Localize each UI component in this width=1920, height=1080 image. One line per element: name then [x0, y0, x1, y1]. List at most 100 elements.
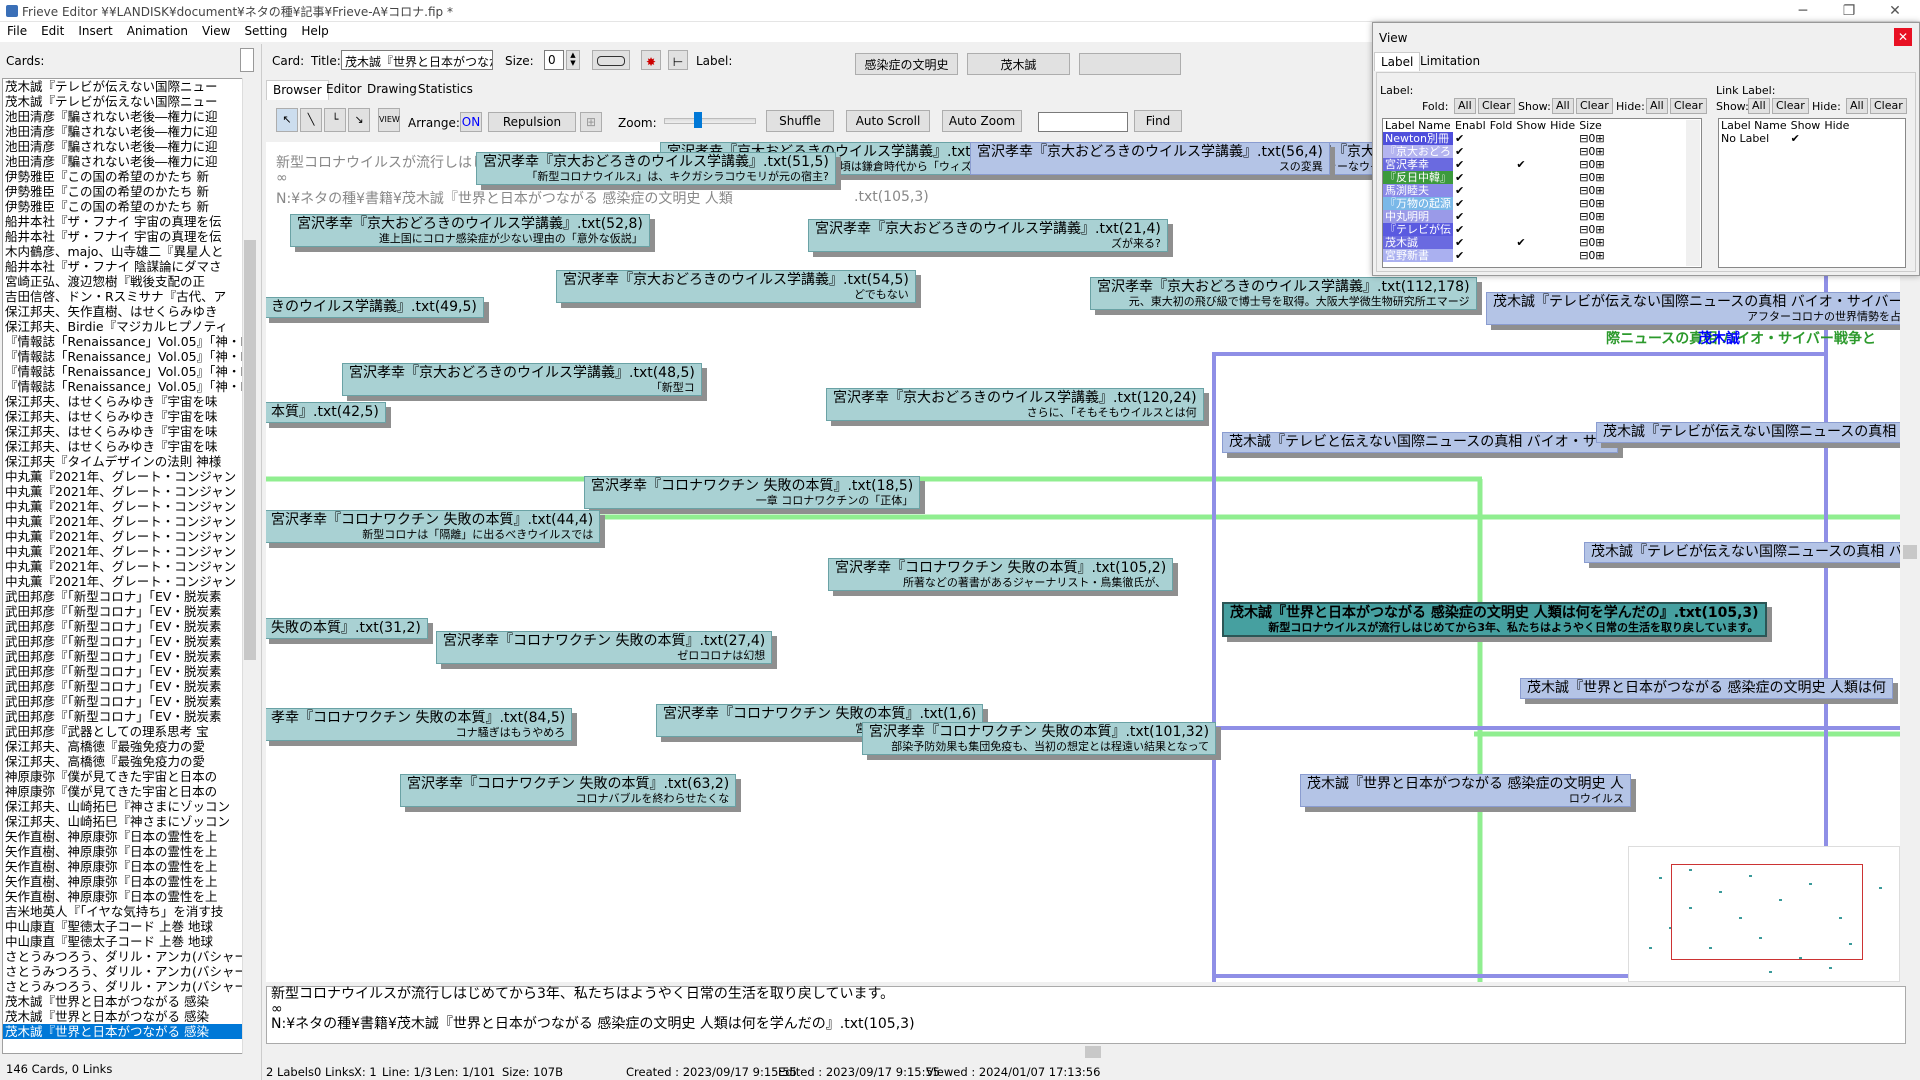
- arrange-extra-button[interactable]: ⊞: [580, 112, 602, 132]
- label-row[interactable]: 『京大おどろ✔⊟0⊞: [1383, 145, 1607, 158]
- label-button-2[interactable]: 茂木誠: [967, 53, 1070, 75]
- card-list-item[interactable]: 保江邦夫、矢作直樹、はせくらみゆき: [5, 304, 218, 319]
- canvas-card[interactable]: 失敗の本質』.txt(31,2): [266, 618, 428, 639]
- label-check-cell[interactable]: [1488, 158, 1515, 171]
- canvas-card[interactable]: 孝幸『コロナワクチン 失敗の本質』.txt(84,5)コナ騒ぎはもうやめろ: [266, 708, 573, 741]
- canvas-card-labeled[interactable]: 茂木誠『世界と日本がつながる 感染症の文明史 人類は何: [1520, 678, 1893, 699]
- label-check-cell[interactable]: [1488, 210, 1515, 223]
- canvas-card[interactable]: 宮沢孝幸『京大おどろきのウイルス学講義』.txt(51,5)「新型コロナウイルス…: [476, 152, 836, 185]
- label-check-cell[interactable]: [1514, 145, 1548, 158]
- card-list-item[interactable]: 池田清彦『騙されない老後―権力に迎: [5, 124, 218, 139]
- label-row[interactable]: 宮沢孝幸✔✔⊟0⊞: [1383, 158, 1607, 171]
- label-size-cell[interactable]: ⊟0⊞: [1579, 144, 1605, 158]
- label-check-cell[interactable]: [1488, 249, 1515, 262]
- menu-insert[interactable]: Insert: [78, 24, 113, 38]
- card-list-item[interactable]: 武田邦彦『「新型コロナ」「EV・脱炭素: [5, 664, 222, 679]
- hide-clear-button[interactable]: Clear: [1670, 98, 1707, 114]
- card-list-item[interactable]: 中丸薫『2021年、グレート・コンジャン: [5, 559, 237, 574]
- card-list-item[interactable]: 『情報誌「Renaissance」Vol.05』「神・E: [5, 349, 243, 364]
- card-list-item[interactable]: 矢作直樹、神原康弥『日本の霊性を上: [5, 874, 218, 889]
- card-list-item[interactable]: 吉田信啓、ドン・Rスミサナ『古代、ア: [5, 289, 227, 304]
- tab-statistics[interactable]: Statistics: [418, 82, 473, 96]
- tab-editor[interactable]: Editor: [326, 82, 362, 96]
- label-check-cell[interactable]: [1488, 236, 1515, 249]
- canvas-card[interactable]: 宮沢孝幸『コロナワクチン 失敗の本質』.txt(105,2)所著などの著書がある…: [828, 558, 1174, 591]
- canvas-card-labeled[interactable]: 茂木誠『テレビが伝えない国際ニュースの真相 バイオ・サイバー戦アフターコロナの世…: [1486, 292, 1900, 325]
- card-list[interactable]: 茂木誠『テレビが伝えない国際ニュー茂木誠『テレビが伝えない国際ニュー池田清彦『騙…: [2, 78, 258, 1054]
- link-label-row[interactable]: No Label✔: [1719, 132, 1851, 145]
- card-list-item[interactable]: 武田邦彦『「新型コロナ」「EV・脱炭素: [5, 709, 222, 724]
- card-list-item[interactable]: 武田邦彦『「新型コロナ」「EV・脱炭素: [5, 679, 222, 694]
- card-text-editor[interactable]: 新型コロナウイルスが流行しはじめてから3年、私たちはようやく日常の生活を取り戻し…: [266, 986, 1906, 1044]
- label-check-cell[interactable]: [1548, 249, 1577, 262]
- menu-setting[interactable]: Setting: [244, 24, 288, 38]
- label-check-cell[interactable]: ✔: [1455, 157, 1465, 171]
- label-check-cell[interactable]: [1514, 132, 1548, 145]
- fold-all-button[interactable]: All: [1454, 98, 1476, 114]
- card-list-item[interactable]: 保江邦夫、はせくらみゆき『宇宙を味: [5, 439, 218, 454]
- label-table-scrollbar[interactable]: [1686, 120, 1700, 266]
- label-check-cell[interactable]: [1548, 236, 1577, 249]
- auto-scroll-button[interactable]: Auto Scroll: [846, 110, 930, 132]
- canvas-card[interactable]: きのウイルス学講義』.txt(49,5): [266, 297, 484, 318]
- shuffle-button[interactable]: Shuffle: [766, 110, 834, 132]
- link-show-all-button[interactable]: All: [1748, 98, 1770, 114]
- link-elbow-tool-icon[interactable]: └: [324, 108, 346, 132]
- label-check-cell[interactable]: [1548, 158, 1577, 171]
- card-list-item[interactable]: 矢作直樹、神原康弥『日本の霊性を上: [5, 859, 218, 874]
- card-list-item[interactable]: 武田邦彦『「新型コロナ」「EV・脱炭素: [5, 619, 222, 634]
- card-list-item[interactable]: 伊勢雅臣『この国の希望のかたち 新: [5, 184, 209, 199]
- card-list-item[interactable]: 保江邦夫、高橋徳『最強免疫力の愛: [5, 754, 206, 769]
- label-check-cell[interactable]: [1548, 171, 1577, 184]
- canvas-vertical-scrollbar[interactable]: [1900, 142, 1920, 982]
- canvas-card[interactable]: 宮沢孝幸『コロナワクチン 失敗の本質』.txt(44,4)新型コロナは「隔離」に…: [266, 510, 601, 543]
- focused-card[interactable]: 茂木誠『世界と日本がつながる 感染症の文明史 人類は何を学んだの』.txt(10…: [1222, 602, 1767, 637]
- shape-button[interactable]: [592, 50, 630, 70]
- canvas-card[interactable]: 宮沢孝幸『京大おどろきのウイルス学講義』.txt(21,4)ズが来る?: [808, 219, 1168, 252]
- card-list-item[interactable]: 中丸薫『2021年、グレート・コンジャン: [5, 574, 237, 589]
- card-list-item[interactable]: 矢作直樹、神原康弥『日本の霊性を上: [5, 889, 218, 904]
- menu-file[interactable]: File: [7, 24, 28, 38]
- label-check-cell[interactable]: [1548, 197, 1577, 210]
- label-check-cell[interactable]: ✔: [1455, 248, 1465, 262]
- menu-animation[interactable]: Animation: [126, 24, 188, 38]
- label-row[interactable]: 中丸明明✔⊟0⊞: [1383, 210, 1607, 223]
- minimap-viewport[interactable]: [1671, 864, 1863, 960]
- label-check-cell[interactable]: ✔: [1516, 157, 1526, 171]
- card-list-item[interactable]: 船井本社『ザ・フナイ 宇宙の真理を伝: [5, 214, 222, 229]
- card-list-item[interactable]: 茂木誠『世界と日本がつながる 感染: [3, 1024, 243, 1039]
- label-row[interactable]: 茂木誠✔✔⊟0⊞: [1383, 236, 1607, 249]
- link-arrow-tool-icon[interactable]: ↘: [348, 108, 370, 132]
- card-list-item[interactable]: 中丸薫『2021年、グレート・コンジャン: [5, 484, 237, 499]
- view-tool-icon[interactable]: VIEW: [378, 108, 400, 132]
- card-list-item[interactable]: 茂木誠『テレビが伝えない国際ニュー: [5, 94, 218, 109]
- link-tool-icon[interactable]: ╲: [300, 108, 322, 132]
- label-check-cell[interactable]: [1488, 184, 1515, 197]
- card-list-item[interactable]: 中丸薫『2021年、グレート・コンジャン: [5, 514, 237, 529]
- canvas-card[interactable]: 宮沢孝幸『京大おどろきのウイルス学講義』.txt(112,178)元、東大初の飛…: [1090, 277, 1477, 310]
- card-list-item[interactable]: 武田邦彦『「新型コロナ」「EV・脱炭素: [5, 694, 222, 709]
- card-list-item[interactable]: 船井本社『ザ・フナイ 陰謀論にダマさ: [5, 259, 222, 274]
- card-list-item[interactable]: 武田邦彦『「新型コロナ」「EV・脱炭素: [5, 634, 222, 649]
- label-check-cell[interactable]: [1488, 145, 1515, 158]
- label-check-cell[interactable]: ✔: [1455, 222, 1465, 236]
- card-list-item[interactable]: 茂木誠『世界と日本がつながる 感染: [5, 994, 209, 1009]
- canvas-card[interactable]: 本質』.txt(42,5): [266, 402, 386, 423]
- label-size-cell[interactable]: ⊟0⊞: [1579, 209, 1605, 223]
- menu-edit[interactable]: Edit: [41, 24, 65, 38]
- link-hide-clear-button[interactable]: Clear: [1870, 98, 1907, 114]
- label-check-cell[interactable]: [1514, 197, 1548, 210]
- label-check-cell[interactable]: [1548, 184, 1577, 197]
- label-check-cell[interactable]: [1514, 171, 1548, 184]
- label-size-cell[interactable]: ⊟0⊞: [1579, 131, 1605, 145]
- card-list-item[interactable]: 保江邦夫、山崎拓巳『神さまにゾッコン: [5, 799, 231, 814]
- card-list-item[interactable]: 中丸薫『2021年、グレート・コンジャン: [5, 544, 237, 559]
- label-check-cell[interactable]: [1488, 171, 1515, 184]
- editor-scroll-thumb[interactable]: [1085, 1046, 1101, 1058]
- label-size-cell[interactable]: ⊟0⊞: [1579, 170, 1605, 184]
- card-list-item[interactable]: 吉米地英人『「イヤな気持ち」を消す技: [5, 904, 224, 919]
- pointer-tool-icon[interactable]: ↖: [276, 108, 298, 132]
- arrange-on-button[interactable]: ON: [460, 112, 482, 132]
- label-check-cell[interactable]: [1548, 210, 1577, 223]
